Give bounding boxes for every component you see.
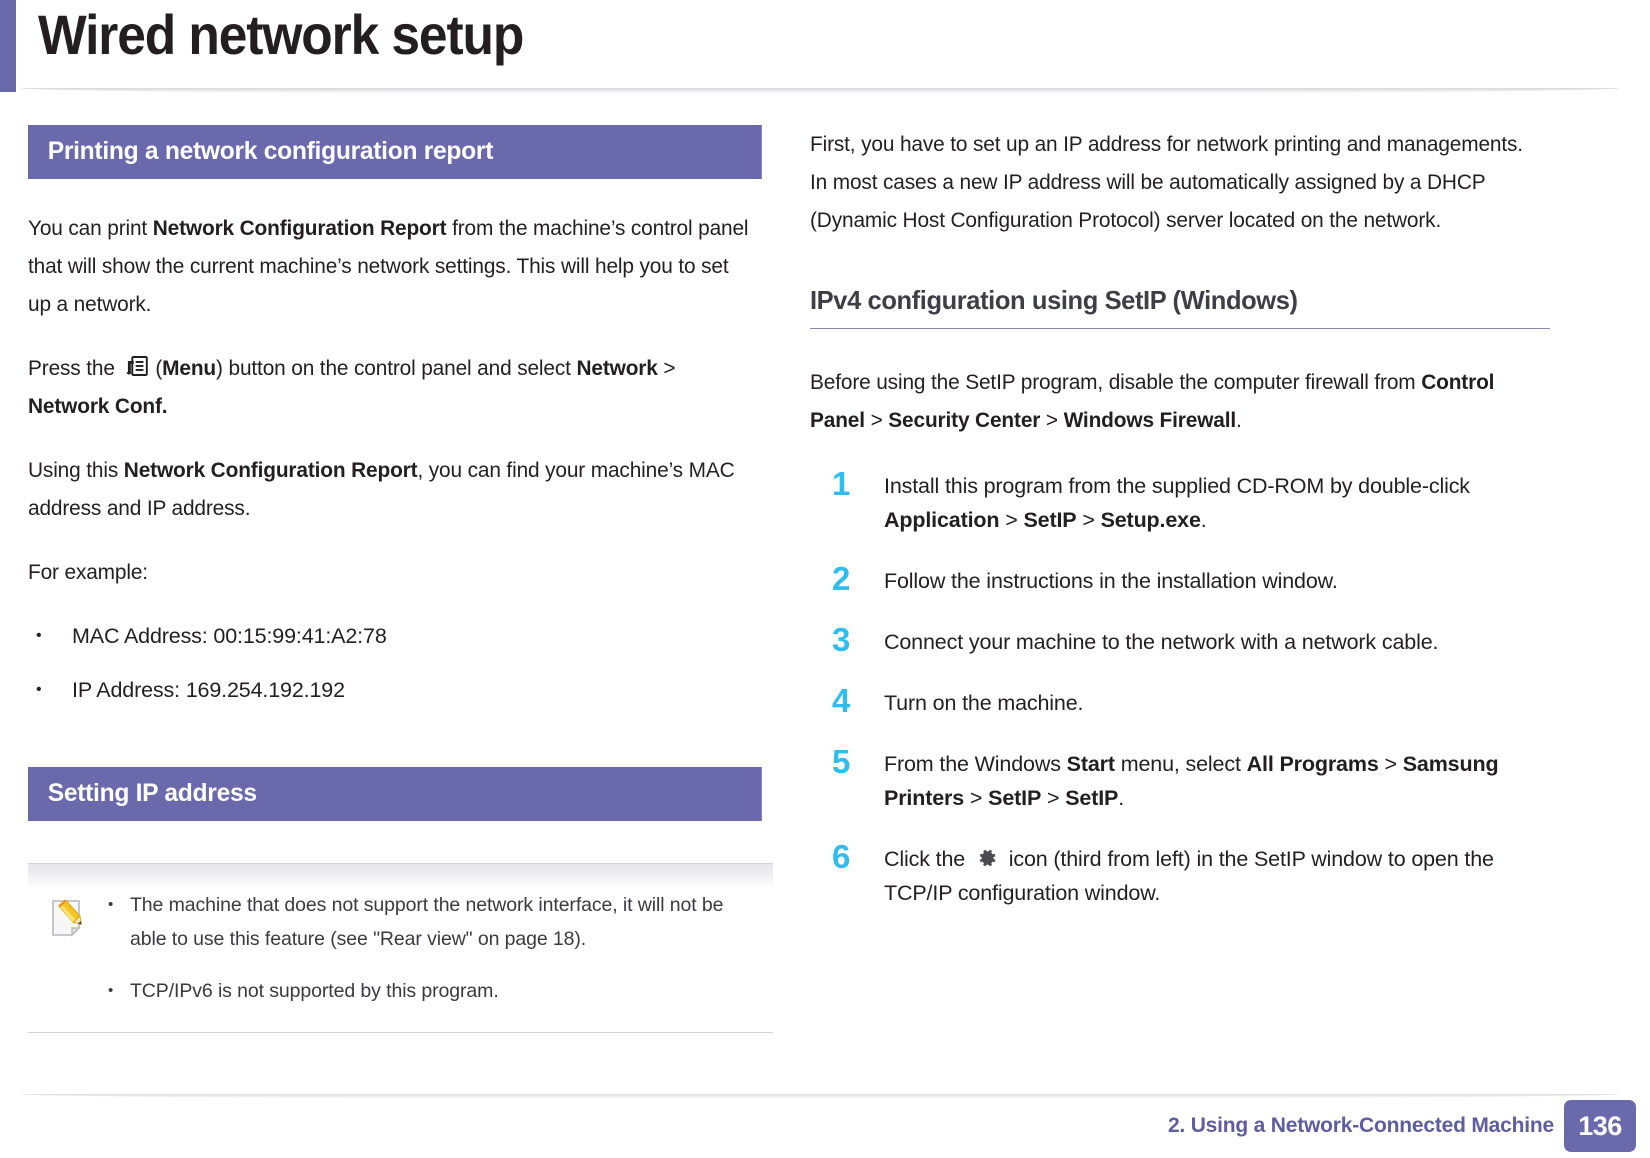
text-separator: > xyxy=(999,508,1024,532)
list-item: The machine that does not support the ne… xyxy=(104,888,755,956)
text-segment: icon (third from left) in the SetIP wind… xyxy=(884,847,1494,905)
text-bold-network-config-report: Network Configuration Report xyxy=(152,216,447,240)
text-separator: > xyxy=(964,786,989,810)
step-item-2: 2 Follow the instructions in the installa… xyxy=(810,560,1550,598)
text-bold-network: Network xyxy=(576,356,658,380)
gear-icon xyxy=(975,846,999,870)
page-title: Wired network setup xyxy=(38,3,524,66)
text-bold-windows-firewall: Windows Firewall xyxy=(1063,408,1237,432)
step-item-4: 4 Turn on the machine. xyxy=(810,682,1550,720)
step-item-5: 5 From the Windows Start menu, select All… xyxy=(810,743,1550,815)
text-segment: Connect your machine to the network with… xyxy=(884,630,1439,654)
text-segment: Install this program from the supplied C… xyxy=(884,474,1470,498)
section-bar-printing-report: Printing a network configuration report xyxy=(28,125,762,179)
paragraph-for-example: For example: xyxy=(28,560,148,584)
step-number: 5 xyxy=(832,743,851,780)
footer-chapter-label: 2. Using a Network-Connected Machine xyxy=(1167,1114,1554,1137)
text-bold-security-center: Security Center xyxy=(888,408,1041,432)
text-segment: ( xyxy=(155,356,163,380)
address-example-list: MAC Address: 00:15:99:41:A2:78 IP Addres… xyxy=(28,617,773,709)
text-bold-application: Application xyxy=(884,508,1000,532)
step-number: 2 xyxy=(832,560,851,597)
text-separator: > xyxy=(1076,508,1101,532)
text-segment: Before using the SetIP program, disable … xyxy=(810,370,1422,394)
text-segment: from the machine’s control panel that wi… xyxy=(28,216,749,316)
text-bold-start: Start xyxy=(1066,752,1115,776)
section-bar-setting-ip: Setting IP address xyxy=(28,767,762,821)
setip-steps-list: 1 Install this program from the supplied … xyxy=(810,465,1550,910)
text-segment: You can print xyxy=(28,216,153,240)
text-segment: Turn on the machine. xyxy=(884,691,1084,715)
text-bold-setip-app: SetIP xyxy=(1065,786,1119,810)
text-segment: . xyxy=(1118,786,1125,810)
text-segment: . xyxy=(1236,408,1242,432)
list-item: TCP/IPv6 is not supported by this progra… xyxy=(104,974,755,1008)
text-segment: ) button on the control panel and select xyxy=(216,356,577,380)
list-item: MAC Address: 00:15:99:41:A2:78 xyxy=(28,617,773,655)
text-segment: Follow the instructions in the installat… xyxy=(884,569,1338,593)
footer-divider xyxy=(20,1094,1620,1099)
text-bold-menu: Menu xyxy=(162,356,217,380)
text-segment: , you can find your machine’s MAC addres… xyxy=(28,458,735,520)
text-segment: Press the xyxy=(28,356,121,380)
text-separator: > xyxy=(1378,752,1403,776)
text-segment: Using this xyxy=(28,458,124,482)
step-number: 4 xyxy=(832,682,851,719)
paragraph-intro-ip: First, you have to set up an IP address … xyxy=(810,132,1523,232)
step-number: 3 xyxy=(832,621,851,658)
step-item-3: 3 Connect your machine to the network wit… xyxy=(810,621,1550,659)
text-segment: menu, select xyxy=(1114,752,1247,776)
paragraph-print-report: You can print Network Configuration Repo… xyxy=(28,209,751,323)
step-number: 1 xyxy=(832,465,851,502)
note-pencil-icon xyxy=(50,898,86,938)
heading-divider xyxy=(810,328,1550,329)
note-list: The machine that does not support the ne… xyxy=(104,888,755,1008)
paragraph-using-report: Using this Network Configuration Report,… xyxy=(28,451,751,527)
paragraph-before-setip: Before using the SetIP program, disable … xyxy=(810,363,1528,439)
title-accent-bar xyxy=(0,0,16,92)
step-item-6: 6 Click the icon (third from left) in the… xyxy=(810,838,1550,910)
left-column: Printing a network configuration report … xyxy=(28,125,773,1033)
heading-ipv4-configuration: IPv4 configuration using SetIP (Windows) xyxy=(810,285,1298,315)
text-separator: > xyxy=(657,356,676,380)
step-number: 6 xyxy=(832,838,851,875)
menu-icon xyxy=(125,354,150,380)
page-number-badge: 136 xyxy=(1564,1100,1636,1152)
text-separator: > xyxy=(1041,786,1066,810)
text-bold-network-conf: Network Conf. xyxy=(28,394,168,418)
text-segment: . xyxy=(1200,508,1207,532)
text-bold-samsung-printers: Samsung Printers xyxy=(884,752,1499,810)
text-separator: > xyxy=(864,408,889,432)
text-bold-setup-exe: Setup.exe xyxy=(1100,508,1201,532)
text-bold-control-panel: Control Panel xyxy=(810,370,1495,432)
text-segment: From the Windows xyxy=(884,752,1067,776)
right-column: First, you have to set up an IP address … xyxy=(810,125,1550,937)
text-bold-setip-menu: SetIP xyxy=(988,786,1042,810)
text-bold-network-config-report-2: Network Configuration Report xyxy=(123,458,418,482)
text-segment: Click the xyxy=(884,847,971,871)
text-bold-all-programs: All Programs xyxy=(1246,752,1379,776)
text-separator: > xyxy=(1040,408,1064,432)
text-bold-setip: SetIP xyxy=(1023,508,1077,532)
step-item-1: 1 Install this program from the supplied … xyxy=(810,465,1550,537)
paragraph-press-menu: Press the (Menu) button on the control p… xyxy=(28,349,751,425)
list-item: IP Address: 169.254.192.192 xyxy=(28,671,773,709)
page-footer: 2. Using a Network-Connected Machine 136 xyxy=(0,1094,1650,1158)
header-divider xyxy=(20,88,1620,94)
note-box: The machine that does not support the ne… xyxy=(28,863,773,1033)
page-header: Wired network setup xyxy=(0,0,1650,94)
